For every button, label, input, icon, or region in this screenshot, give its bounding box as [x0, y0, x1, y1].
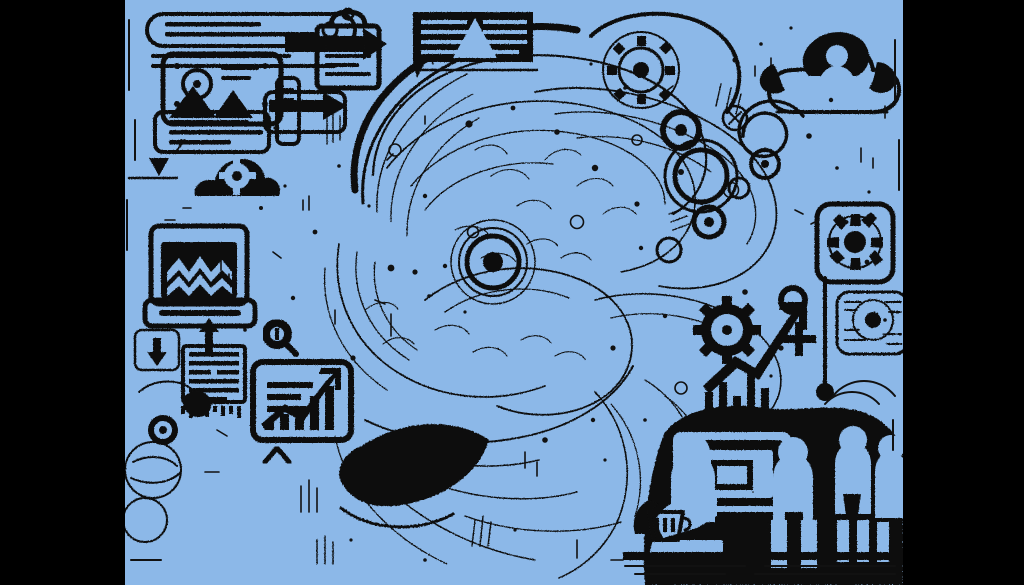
dashboard-card[interactable]: [153, 51, 301, 154]
plus-badge-icon: [782, 322, 816, 356]
coffee-cup: [647, 510, 692, 542]
gear-cluster-icon[interactable]: [589, 11, 742, 114]
micro-dots: [167, 26, 887, 562]
alert-speech-bubble[interactable]: [413, 12, 539, 78]
bar-chart-trend-card[interactable]: [250, 359, 354, 443]
arrow-right-icon: [263, 90, 347, 134]
leaf-motif: [339, 424, 489, 529]
person-standing-right: [835, 426, 871, 562]
micro-details: [164, 57, 886, 561]
map-pin-icon: [127, 139, 188, 180]
texture-tile: [835, 290, 903, 356]
person-standing-mid: [771, 437, 817, 568]
download-tile-icon: [133, 328, 181, 372]
warning-triangle-icon: [453, 18, 497, 58]
laptop-waveform[interactable]: [142, 223, 258, 329]
right-letterbox-bar: [903, 0, 1024, 585]
central-brain-swirl: [316, 23, 782, 579]
sketch-canvas: [125, 0, 903, 585]
team-workstation-scene: [623, 380, 903, 585]
sketch-artwork: [125, 7, 903, 585]
search-bar[interactable]: [145, 12, 357, 68]
neural-core-rings: [450, 219, 536, 305]
spiral-bottom-left: [125, 380, 212, 543]
gear-growth-panel[interactable]: [693, 285, 816, 434]
edge-ticks: [126, 19, 900, 561]
node-dots: [290, 57, 870, 443]
settings-gear-tile[interactable]: [814, 201, 896, 285]
arrow-up-icon: [199, 318, 219, 352]
search-magnifier-icon[interactable]: [262, 319, 299, 357]
clipboard-document[interactable]: [314, 7, 382, 91]
pin-connector: [816, 276, 834, 401]
chevron-up-icon: [262, 445, 292, 465]
left-letterbox-bar: [0, 0, 125, 585]
concentric-rings-motif: [655, 104, 749, 264]
spiral-motif: [727, 99, 805, 200]
gear-cloud-icon: [194, 158, 281, 196]
cloud-user-icon[interactable]: [759, 32, 901, 114]
